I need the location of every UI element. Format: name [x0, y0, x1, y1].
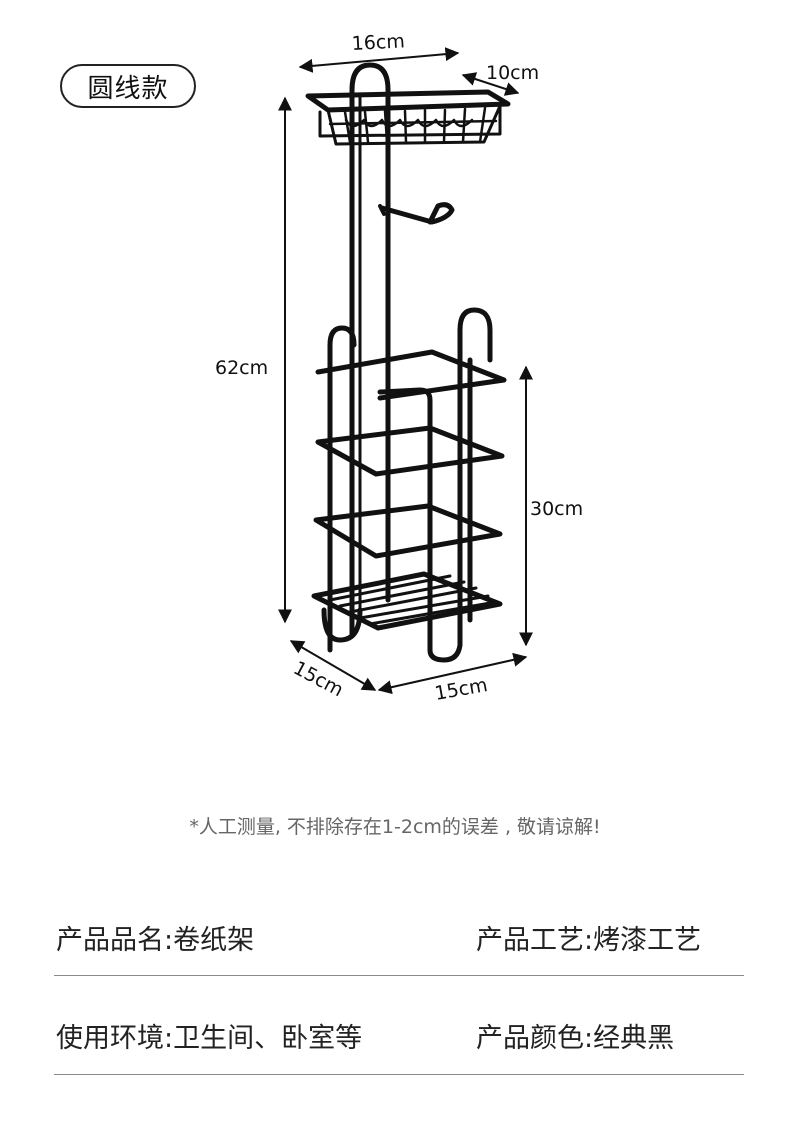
- spec-process: 产品工艺:烤漆工艺: [476, 925, 702, 956]
- basket-height-label: 30cm: [530, 498, 583, 520]
- roll-arm: [379, 202, 455, 225]
- top-shelf: [305, 89, 511, 146]
- base-depth-dimension-line: [289, 640, 377, 691]
- spec-environment: 使用环境:卫生间、卧室等: [56, 1023, 363, 1054]
- base-width-dimension-line: [377, 652, 528, 695]
- spec-row-1: 产品品名:卷纸架 产品工艺:烤漆工艺: [56, 918, 744, 968]
- total-height-label: 62cm: [215, 357, 268, 379]
- width-label: 16cm: [351, 30, 405, 55]
- measurement-note: *人工测量, 不排除存在1-2cm的误差 , 敬请谅解!: [189, 816, 601, 838]
- width-dimension-line: [298, 47, 460, 73]
- product-figure: 16cm 10cm 62cm 30cm 15cm 15cm: [215, 30, 583, 705]
- depth-dimension-line: [461, 72, 520, 96]
- spec-color: 产品颜色:经典黑: [476, 1023, 675, 1054]
- base-width-label: 15cm: [433, 674, 489, 705]
- spec-row-2: 使用环境:卫生间、卧室等 产品颜色:经典黑: [56, 1016, 744, 1066]
- spec-divider-1: [54, 975, 744, 976]
- basket-ring-top: [315, 349, 507, 401]
- spec-divider-2: [54, 1074, 744, 1075]
- center-pole: [349, 62, 391, 638]
- basket-ring-3: [313, 503, 503, 559]
- toilet-paper-stand: [305, 62, 511, 663]
- spec-product-name: 产品品名:卷纸架: [56, 925, 255, 956]
- basket-ring-2: [315, 425, 505, 477]
- basket-bottom: [311, 571, 503, 631]
- depth-label: 10cm: [486, 62, 539, 84]
- style-badge: 圆线款: [60, 64, 196, 108]
- base-depth-label: 15cm: [290, 657, 347, 701]
- dimension-lines: [278, 47, 533, 695]
